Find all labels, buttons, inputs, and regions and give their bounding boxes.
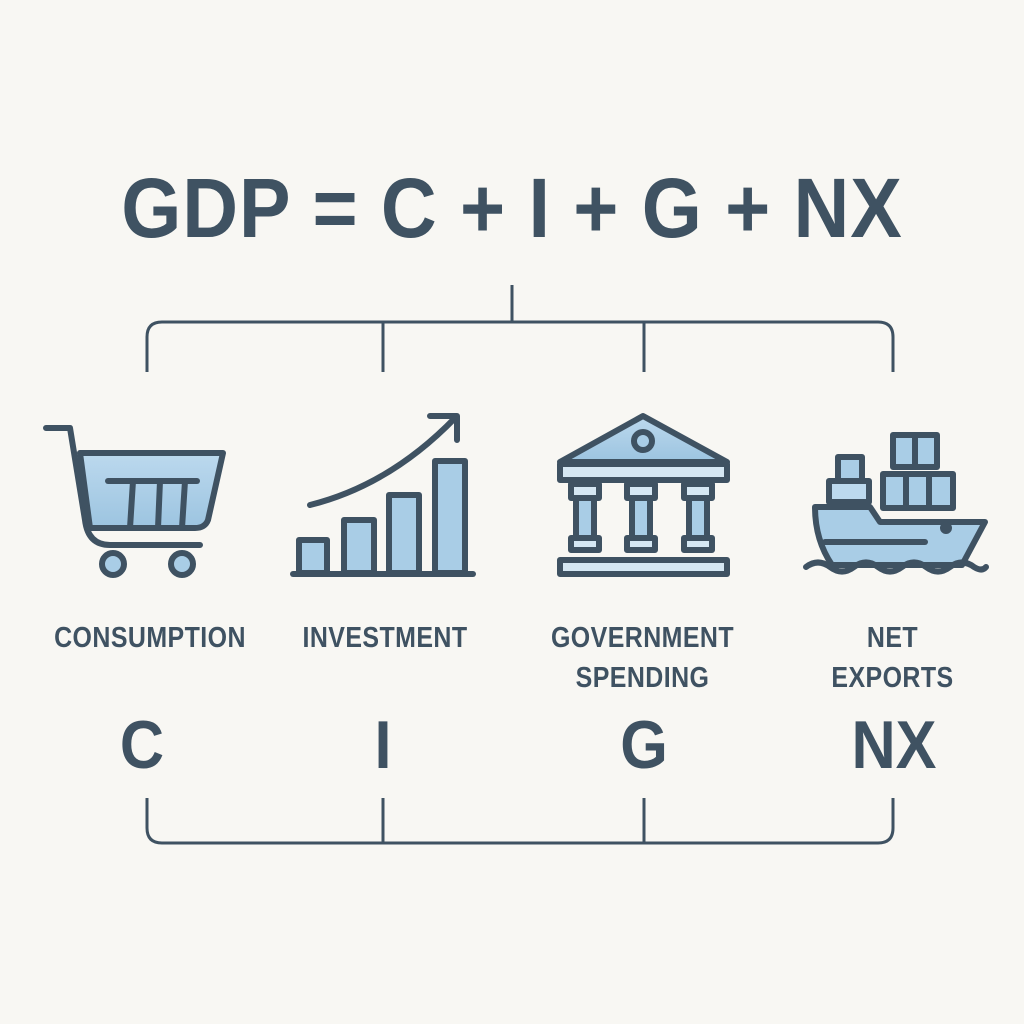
- letter-c: C: [119, 707, 165, 783]
- label-net-exports: NET EXPORTS: [831, 622, 954, 694]
- government-building-icon: [557, 413, 730, 577]
- label-consumption: CONSUMPTION: [54, 622, 246, 654]
- label-investment: INVESTMENT: [302, 622, 468, 654]
- bottom-bracket: [145, 798, 895, 845]
- gdp-formula: GDP = C + I + G + NX: [121, 161, 903, 255]
- growth-bar-chart-icon: [290, 413, 476, 577]
- letter-g: G: [620, 707, 668, 783]
- label-government-spending: GOVERNMENT SPENDING: [550, 622, 735, 694]
- top-bracket: [145, 285, 895, 372]
- cargo-ship-icon: [803, 432, 989, 575]
- shopping-cart-icon: [43, 425, 226, 578]
- letter-nx: NX: [851, 707, 937, 783]
- letter-i: I: [374, 707, 392, 783]
